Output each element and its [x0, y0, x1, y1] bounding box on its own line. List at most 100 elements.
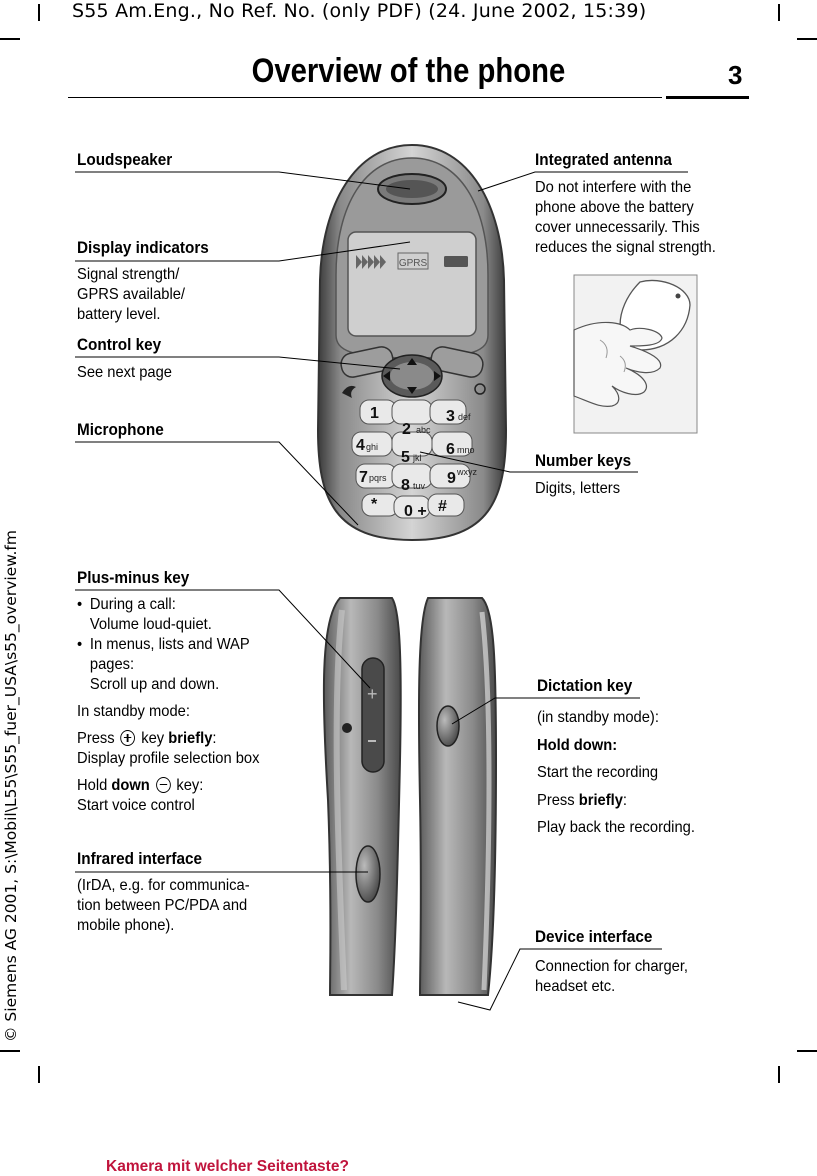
key-0: 0 + [404, 503, 427, 520]
microphone-label: Microphone [77, 420, 164, 439]
key-8-letters: tuv [413, 481, 426, 491]
signal-strength-icon [356, 255, 386, 269]
key-9: 9 [447, 470, 456, 487]
end-call-icon [474, 383, 486, 395]
key-7: 7 [359, 469, 368, 486]
infrared-interface-text: (IrDA, e.g. for communica- tion between … [77, 876, 279, 936]
phone-side-right [417, 597, 498, 996]
text-line: Press [77, 730, 115, 747]
text-line: pages: [89, 656, 135, 673]
key-7-letters: pqrs [369, 473, 387, 483]
text-line: headset etc. [535, 978, 616, 995]
key-5-letters: jkl [412, 453, 422, 463]
text-line: During a call: [89, 596, 176, 613]
infrared-interface-label: Infrared interface [77, 849, 203, 868]
control-key-label: Control key [77, 335, 162, 354]
crop-mark [778, 4, 780, 21]
bullet-item: In menus, lists and WAP pages: Scroll up a… [77, 635, 289, 695]
key-hash: # [438, 498, 447, 515]
text-line: (IrDA, e.g. for communica- [77, 877, 250, 894]
text-line: phone above the battery [535, 199, 694, 216]
plus-minus-key-text: During a call: Volume loud-quiet. In menu… [77, 595, 289, 816]
text-line: Start voice control [77, 797, 195, 814]
integrated-antenna-text: Do not interfere with the phone above th… [535, 178, 747, 258]
text-line: Start the recording [537, 764, 659, 781]
key-6-letters: mno [457, 445, 475, 455]
key-star: * [371, 496, 378, 513]
crop-mark [38, 1066, 40, 1083]
leader-lines [75, 171, 688, 1011]
text-line: Connection for charger, [535, 958, 689, 975]
display-indicators-label: Display indicators [77, 238, 209, 257]
text-emphasis: down [111, 777, 150, 794]
key-3-letters: def [458, 412, 471, 422]
text-line: key [141, 730, 165, 747]
page-number-rule [666, 96, 749, 99]
key-9-letters: wxyz [456, 467, 477, 477]
number-keys-text: Digits, letters [535, 480, 621, 497]
text-line: battery level. [77, 306, 161, 323]
call-icon [342, 385, 356, 398]
crop-mark [0, 1050, 20, 1052]
crop-mark [38, 4, 40, 21]
print-header: S55 Am.Eng., No Ref. No. (only PDF) (24.… [72, 0, 647, 22]
text-line: mobile phone). [77, 917, 175, 934]
minus-key-icon [155, 777, 171, 793]
display-indicators-text: Signal strength/ GPRS available/ battery… [77, 265, 261, 325]
text-line: Do not interfere with the [535, 179, 692, 196]
text-line: : [622, 791, 628, 809]
key-4: 4 [356, 437, 365, 454]
number-keys-label: Number keys [535, 451, 632, 470]
text-line: reduces the signal strength. [535, 239, 716, 256]
dictation-key-label: Dictation key [537, 676, 633, 695]
text-emphasis: briefly [168, 730, 213, 747]
text-line: Signal strength/ [77, 266, 180, 283]
gprs-label: GPRS [399, 258, 428, 269]
integrated-antenna-label: Integrated antenna [535, 150, 672, 169]
device-interface-label: Device interface [535, 927, 653, 946]
key-3: 3 [446, 408, 455, 425]
text-line: GPRS available/ [77, 286, 185, 303]
text-line: key: [176, 777, 204, 794]
text-emphasis: Hold down: [537, 736, 618, 754]
text-line: : [212, 730, 217, 747]
text-line: Play back the recording. [537, 819, 695, 836]
key-6: 6 [446, 441, 455, 458]
key-1: 1 [370, 405, 379, 422]
control-key-text: See next page [77, 364, 172, 381]
battery-icon [444, 256, 468, 267]
svg-text:+: + [367, 684, 378, 704]
title-rule [68, 97, 662, 98]
plus-minus-key-label: Plus-minus key [77, 568, 190, 587]
text-line: In standby mode: [77, 703, 190, 720]
footer-note: Kamera mit welcher Seitentaste? [106, 1158, 349, 1175]
text-line: tion between PC/PDA and [77, 897, 248, 914]
key-8: 8 [401, 477, 410, 494]
phone-front: GPRS 1 2 3 4 5 6 7 8 9 * 0 + [316, 143, 508, 542]
hand-illustration [573, 274, 698, 434]
text-line: (in standby mode): [537, 709, 659, 726]
text-line: In menus, lists and WAP [89, 636, 250, 653]
text-line: Scroll up and down. [89, 676, 220, 693]
key-2: 2 [402, 421, 411, 438]
text-line: Hold [77, 777, 108, 794]
crop-mark [0, 38, 20, 40]
text-line: Display profile selection box [77, 750, 260, 767]
bullet-item: During a call: Volume loud-quiet. [77, 595, 289, 635]
loudspeaker-label: Loudspeaker [77, 150, 173, 169]
dictation-key-text: (in standby mode): Hold down: Start the … [537, 704, 739, 842]
page-number: 3 [728, 60, 743, 90]
text-line: Press [537, 791, 575, 809]
crop-mark [797, 38, 817, 40]
device-interface-text: Connection for charger, headset etc. [535, 957, 737, 997]
key-2-letters: abc [416, 425, 431, 435]
crop-mark [797, 1050, 817, 1052]
key-5: 5 [401, 449, 410, 466]
text-emphasis: briefly [578, 791, 623, 809]
gprs-icon [397, 252, 429, 270]
text-line: cover unnecessarily. This [535, 219, 700, 236]
page-title: Overview of the phone [251, 52, 566, 90]
key-4-letters: ghi [366, 442, 378, 452]
text-line: Volume loud-quiet. [89, 616, 212, 633]
